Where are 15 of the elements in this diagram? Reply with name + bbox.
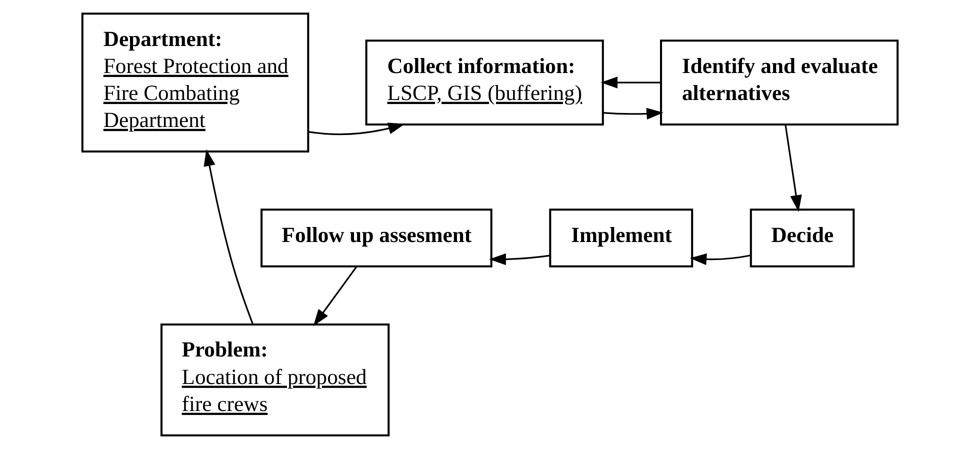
node-box: Decide [749, 208, 854, 268]
arrow [784, 124, 802, 212]
arrow [600, 76, 660, 88]
arrow [488, 253, 550, 266]
node-box: Problem: Location of proposed fire crews [160, 324, 390, 436]
arrow [602, 108, 663, 120]
arrow [689, 253, 750, 266]
arrow [203, 149, 254, 325]
node-box: Identify and evaluate alternatives [660, 40, 898, 126]
arrow [312, 266, 357, 326]
node-box: Follow up assesment [260, 208, 492, 268]
arrow [308, 122, 404, 136]
node-box: Collect information: LSCP, GIS (buffering) [364, 40, 604, 126]
node-box: Implement [548, 208, 693, 268]
node-box: Department: Forest Protection and Fire Combating Department [80, 12, 309, 153]
